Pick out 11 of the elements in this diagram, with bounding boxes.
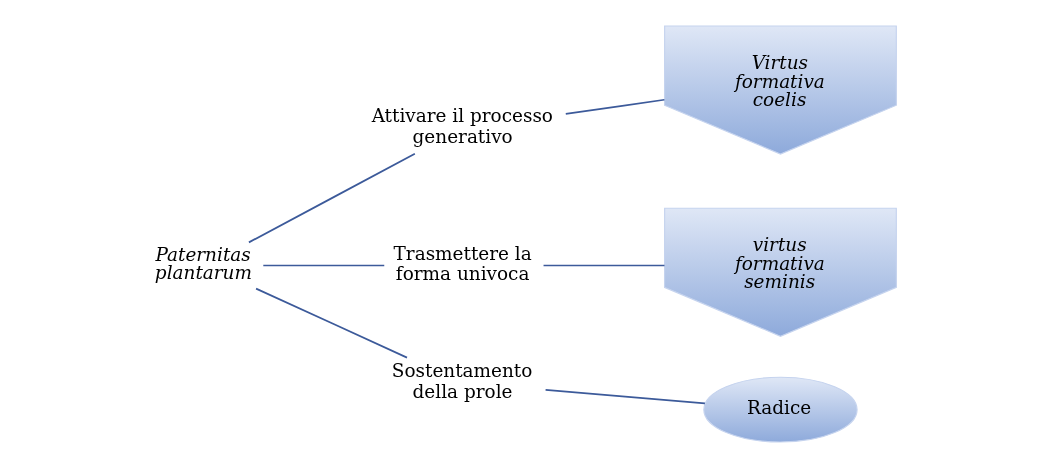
connector xyxy=(544,389,706,405)
node-text: Paternitas plantarum xyxy=(154,243,252,284)
node-text: Trasmettere la forma univoca xyxy=(393,242,532,285)
connector xyxy=(542,264,666,267)
connector xyxy=(262,264,386,267)
connector xyxy=(248,152,416,244)
node-ellipse: Radice xyxy=(703,376,858,443)
node-text: Attivare il processo generativo xyxy=(371,105,553,148)
connector xyxy=(564,98,666,115)
node-text: Sostentamento della prole xyxy=(391,360,533,402)
connector xyxy=(255,287,408,359)
